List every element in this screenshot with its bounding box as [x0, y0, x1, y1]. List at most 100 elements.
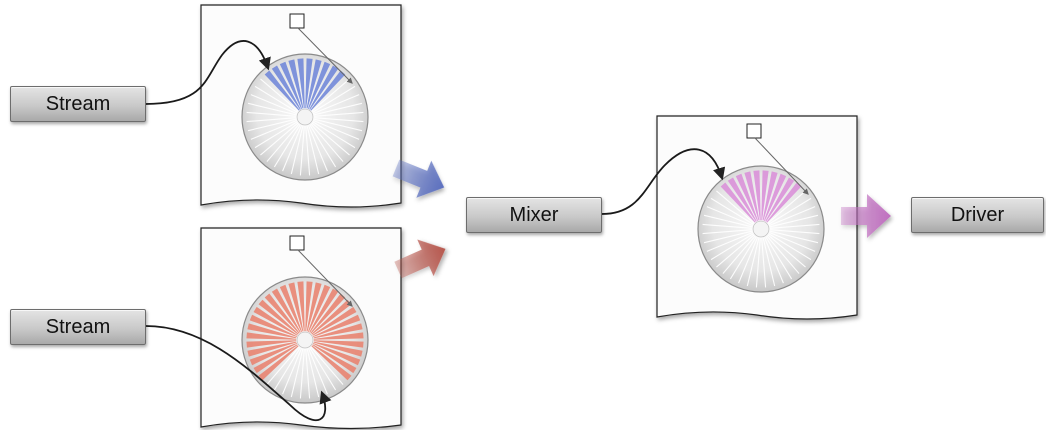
- buffer-slot-empty: [738, 236, 759, 284]
- buffer-slot-empty: [313, 117, 364, 123]
- buffer-slot-empty: [313, 102, 363, 116]
- buffer-slot-empty: [310, 123, 344, 162]
- driver-node[interactable]: Driver: [911, 197, 1044, 233]
- buffer-slot-empty: [716, 190, 755, 224]
- buffer-slot-empty: [282, 347, 303, 395]
- buffer-slot-empty: [710, 233, 754, 261]
- red-flow-arrow: [394, 239, 446, 279]
- buffer-slot-filled: [271, 65, 301, 110]
- buffer-slot-filled: [279, 61, 303, 110]
- buffer-slot-empty: [722, 235, 756, 274]
- buffer-slot-empty: [312, 119, 360, 140]
- buffer-slot-empty: [769, 223, 820, 229]
- buffer-slot-empty: [309, 347, 337, 391]
- buffer-slot-filled: [288, 282, 304, 332]
- checkbox-icon[interactable]: [746, 123, 762, 139]
- buffer-slot-filled: [735, 173, 759, 222]
- checkbox-icon[interactable]: [289, 13, 305, 29]
- violet-flow-arrow: [841, 194, 891, 238]
- stream-1-buffer-page: [200, 4, 402, 208]
- buffer-slot-empty: [768, 206, 816, 227]
- buffer-slot-empty: [702, 229, 753, 235]
- buffer-slot-filled: [306, 282, 322, 332]
- buffer-slot-empty: [299, 348, 305, 399]
- buffer-slot-filled: [310, 293, 346, 334]
- stream-node-bottom[interactable]: Stream: [10, 309, 146, 345]
- buffer-slot-empty: [290, 348, 304, 398]
- buffer-slot-empty: [766, 235, 800, 274]
- mixer-node[interactable]: Mixer: [466, 197, 602, 233]
- buffer-slot-empty: [702, 223, 753, 229]
- checkbox-icon[interactable]: [289, 235, 305, 251]
- stream-2-write-connector: [145, 325, 332, 422]
- buffer-slot-empty: [309, 124, 337, 168]
- buffer-slot-filled: [279, 284, 303, 333]
- buffer-slot-filled: [264, 293, 300, 334]
- buffer-slot-filled: [307, 284, 331, 333]
- buffer-slot-filled: [720, 182, 756, 223]
- buffer-slot-empty: [310, 346, 344, 385]
- buffer-slot-filled: [305, 58, 313, 109]
- dial-hub: [752, 220, 770, 238]
- buffer-slot-empty: [307, 347, 328, 395]
- stream-2-buffer-page: [200, 227, 402, 430]
- blue-flow-arrow: [392, 159, 445, 198]
- stream-node-top[interactable]: Stream: [10, 86, 146, 122]
- buffer-slot-empty: [299, 125, 305, 176]
- buffer-slot-empty: [273, 124, 301, 168]
- buffer-slot-filled: [264, 70, 300, 111]
- buffer-slot-empty: [313, 111, 364, 117]
- buffer-slot-filled: [762, 171, 778, 221]
- buffer-slot-filled: [309, 65, 339, 110]
- buffer-slot-empty: [706, 206, 754, 227]
- buffer-slot-empty: [260, 122, 299, 156]
- buffer-slot-filled: [765, 177, 795, 222]
- buffer-slot-filled: [258, 299, 299, 335]
- buffer-slot-filled: [744, 171, 760, 221]
- mixer-buffer-page: [656, 115, 858, 320]
- buffer-slot-filled: [247, 323, 297, 339]
- buffer-slot-empty: [765, 236, 793, 280]
- buffer-slot-empty: [247, 118, 297, 132]
- buffer-slot-filled: [249, 314, 298, 338]
- buffer-slot-empty: [761, 237, 767, 288]
- buffer-slot-filled: [312, 314, 361, 338]
- dial-hub: [296, 108, 314, 126]
- buffer-slot-empty: [767, 190, 806, 224]
- buffer-slot-empty: [769, 229, 820, 235]
- buffer-slot-empty: [703, 214, 753, 228]
- buffer-slot-empty: [710, 197, 754, 225]
- buffer-slot-filled: [288, 59, 304, 109]
- buffer-slot-filled: [258, 345, 299, 381]
- buffer-slot-empty: [706, 231, 754, 252]
- buffer-slot-empty: [250, 119, 298, 140]
- buffer-slot-empty: [246, 111, 297, 117]
- buffer-slot-filled: [306, 59, 322, 109]
- buffer-slot-filled: [246, 332, 297, 340]
- buffer-slot-filled: [312, 342, 361, 366]
- buffer-slot-empty: [307, 124, 328, 172]
- buffer-slot-filled: [312, 344, 357, 374]
- read-pointer-line: [297, 27, 353, 84]
- buffer-slot-filled: [305, 281, 313, 332]
- buffer-slot-empty: [312, 121, 356, 149]
- buffer-slot-filled: [253, 344, 298, 374]
- buffer-slot-empty: [273, 347, 301, 391]
- read-pointer-line: [754, 137, 809, 195]
- buffer-slot-empty: [312, 94, 360, 115]
- buffer-slot-filled: [753, 170, 761, 221]
- buffer-slot-filled: [761, 170, 769, 221]
- mixer-write-connector: [601, 148, 726, 215]
- buffer-slot-filled: [313, 323, 363, 339]
- buffer-slot-empty: [305, 125, 311, 176]
- buffer-slot-empty: [306, 348, 320, 398]
- buffer-slot-empty: [729, 236, 757, 280]
- buffer-slot-empty: [769, 214, 819, 228]
- buffer-slot-empty: [312, 85, 356, 113]
- buffer-slot-empty: [716, 234, 755, 268]
- buffer-slot-filled: [313, 341, 363, 357]
- buffer-slot-filled: [253, 306, 298, 336]
- buffer-slot-filled: [297, 281, 305, 332]
- buffer-slot-empty: [266, 346, 300, 385]
